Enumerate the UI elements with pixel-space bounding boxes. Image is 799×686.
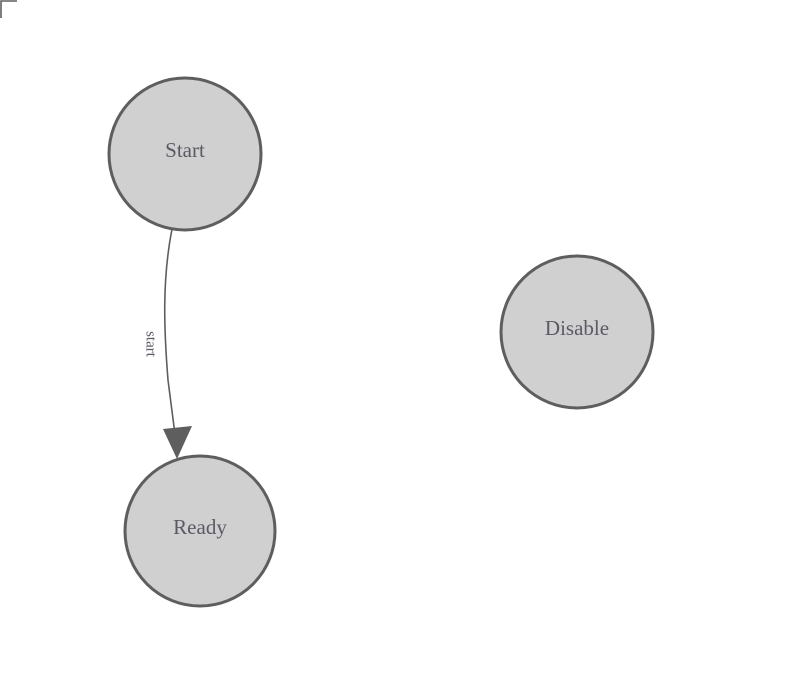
node-disable[interactable]: Disable xyxy=(499,254,655,410)
node-start-circle[interactable] xyxy=(107,76,263,232)
edge-path xyxy=(163,228,178,451)
edge-start-to-ready[interactable]: start xyxy=(143,228,192,459)
node-start[interactable]: Start xyxy=(107,76,263,232)
corner-bracket-icon xyxy=(0,0,17,18)
node-ready-circle[interactable] xyxy=(123,454,277,608)
arrowhead-icon xyxy=(163,426,192,459)
node-disable-label: Disable xyxy=(545,316,609,340)
edge-label-start: start xyxy=(143,331,159,358)
node-ready[interactable]: Ready xyxy=(123,454,277,608)
node-start-label: Start xyxy=(165,138,205,162)
node-ready-label: Ready xyxy=(173,515,227,539)
node-disable-circle[interactable] xyxy=(499,254,655,410)
